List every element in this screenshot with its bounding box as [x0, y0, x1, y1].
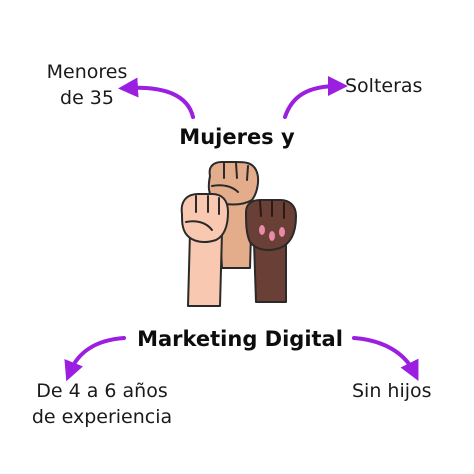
title-line-2: Marketing Digital [137, 327, 343, 351]
arrow-bottom-right [352, 336, 419, 381]
arrow-top-right [283, 76, 348, 119]
fist-left-icon [180, 193, 229, 307]
node-top-right-line1: Solteras [345, 75, 423, 97]
node-bottom-left: De 4 a 6 años de experiencia [18, 378, 186, 430]
title-line-1: Mujeres y [179, 125, 295, 149]
node-bottom-right: Sin hijos [352, 378, 452, 404]
arrow-bottom-left [64, 336, 126, 382]
node-bottom-left-line1: De 4 a 6 años [36, 380, 168, 402]
node-bottom-right-line1: Sin hijos [352, 380, 432, 402]
node-top-left: Menores de 35 [22, 59, 152, 111]
node-top-left-line2: de 35 [60, 87, 114, 109]
arrow-top-left [118, 77, 195, 119]
fist-right-icon [245, 199, 297, 303]
node-bottom-left-line2: de experiencia [31, 406, 173, 428]
node-top-left-line1: Menores [46, 61, 128, 83]
node-top-right: Solteras [345, 73, 445, 99]
